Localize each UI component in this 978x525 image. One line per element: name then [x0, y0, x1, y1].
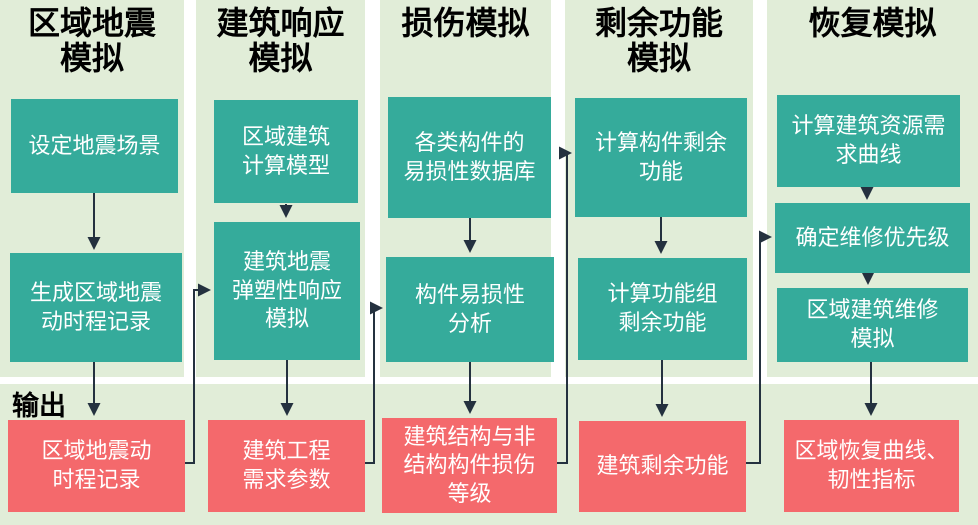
step-set-earthquake-scenario: 设定地震场景: [11, 99, 178, 193]
header-regional-seismic-simulation: 区域地震 模拟: [27, 5, 156, 77]
output-regional-ground-motion-records: 区域地震动 时程记录: [8, 420, 185, 512]
step-compute-building-resource-demand-curve: 计算建筑资源需 求曲线: [777, 95, 960, 187]
step-compute-component-residual-function: 计算构件剩余 功能: [575, 98, 747, 217]
step-component-fragility-analysis: 构件易损性 分析: [386, 257, 554, 362]
step-compute-functional-group-residual-function: 计算功能组 剩余功能: [578, 258, 747, 360]
header-building-response-simulation: 建筑响应 模拟: [216, 5, 345, 77]
step-determine-repair-priority: 确定维修优先级: [775, 203, 970, 273]
header-recovery-simulation: 恢复模拟: [808, 5, 937, 41]
step-regional-building-computational-model: 区域建筑 计算模型: [214, 100, 358, 203]
step-building-elastoplastic-response-simulation: 建筑地震 弹塑性响应 模拟: [214, 222, 360, 360]
output-regional-recovery-curve-resilience-index: 区域恢复曲线、 韧性指标: [784, 420, 959, 512]
header-residual-function-simulation: 剩余功能 模拟: [594, 5, 723, 77]
step-component-fragility-database: 各类构件的 易损性数据库: [388, 97, 551, 218]
output-structural-nonstructural-damage-states: 建筑结构与非 结构构件损伤 等级: [382, 418, 557, 513]
output-building-residual-function: 建筑剩余功能: [579, 421, 746, 512]
step-generate-regional-ground-motion-records: 生成区域地震 动时程记录: [10, 253, 182, 362]
output-engineering-demand-parameters: 建筑工程 需求参数: [208, 420, 365, 512]
header-damage-simulation: 损伤模拟: [401, 5, 530, 41]
step-regional-building-repair-simulation: 区域建筑维修 模拟: [777, 288, 968, 362]
output-label: 输出: [12, 391, 66, 421]
